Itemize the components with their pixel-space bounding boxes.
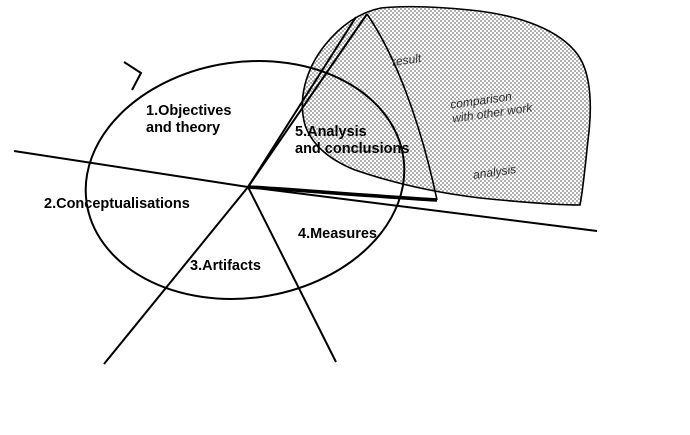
divider-line-upper-right bbox=[247, 13, 368, 188]
blob-inner-arc bbox=[366, 13, 438, 201]
divider-line-upper-right-2 bbox=[247, 16, 357, 188]
divider-line-lower-left bbox=[103, 186, 249, 365]
segment-label-conceptualisations: 2.Conceptualisations bbox=[44, 196, 190, 212]
shaded-blob-region bbox=[301, 5, 592, 206]
arrowhead-icon bbox=[123, 61, 143, 91]
segment-label-measures: 4.Measures bbox=[298, 226, 377, 242]
thick-overlap-arc bbox=[247, 185, 438, 202]
segment-label-analysis: 5.Analysis and conclusions bbox=[295, 124, 410, 157]
segment-label-artifacts: 3.Artifacts bbox=[190, 258, 261, 274]
divider-line-lower-right bbox=[247, 186, 337, 363]
segment-label-objectives: 1.Objectives and theory bbox=[146, 103, 232, 136]
main-ellipse bbox=[84, 60, 406, 300]
